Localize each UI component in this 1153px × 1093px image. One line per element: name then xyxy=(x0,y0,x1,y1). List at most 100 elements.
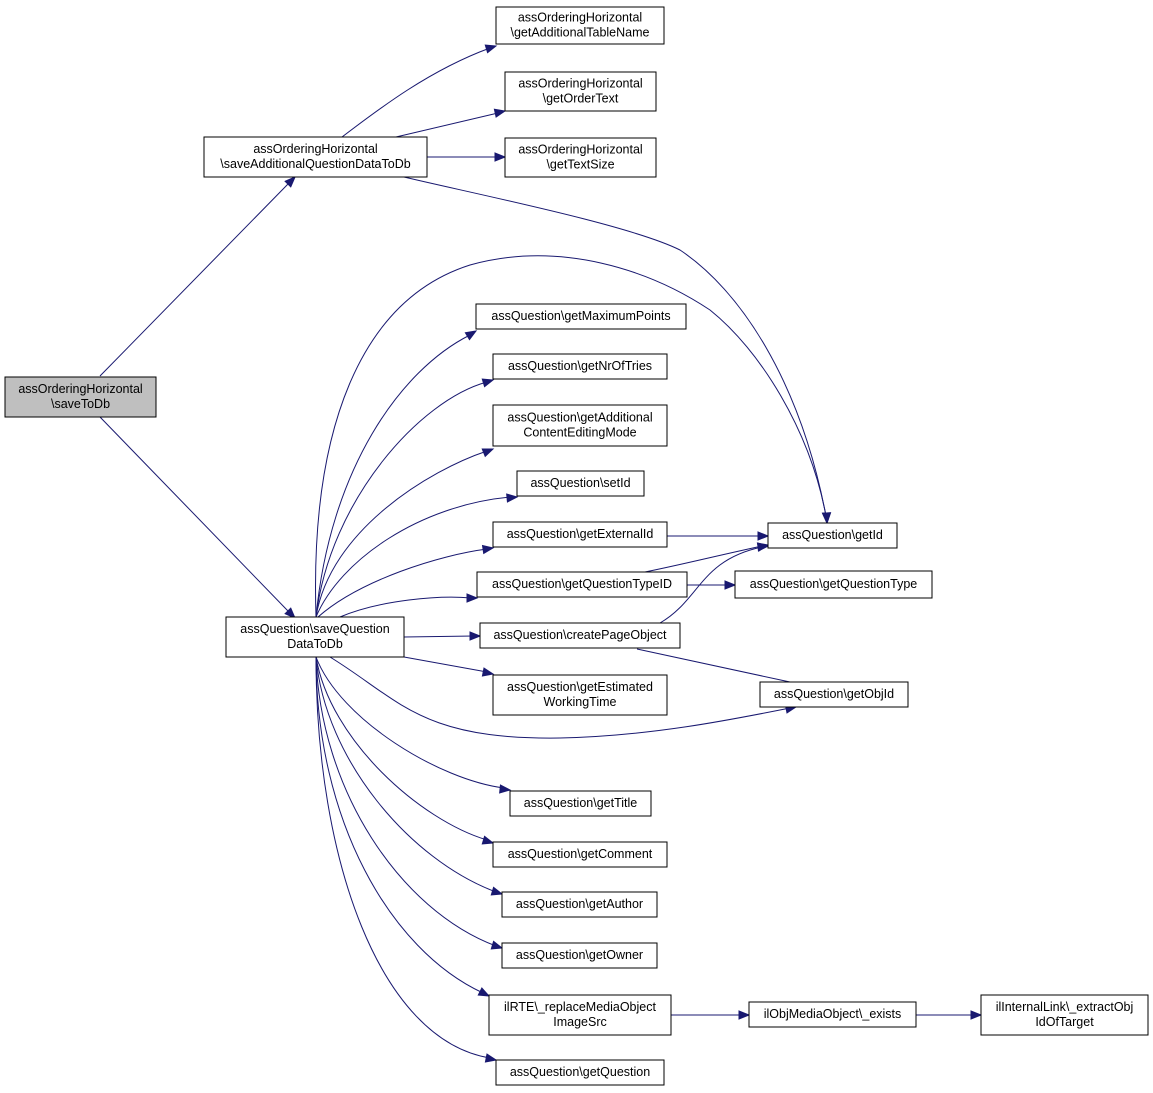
edge-line xyxy=(315,381,488,618)
node-getQuestion[interactable]: assQuestion\getQuestion xyxy=(495,1059,665,1086)
node-label: assQuestion\createPageObject xyxy=(493,628,667,642)
arrowhead xyxy=(481,378,495,388)
arrowhead xyxy=(477,987,491,997)
node-getAuthor[interactable]: assQuestion\getAuthor xyxy=(501,891,658,918)
node-getTitle[interactable]: assQuestion\getTitle xyxy=(509,790,652,817)
arrowhead xyxy=(469,631,482,641)
node-label: assQuestion\getAdditional xyxy=(507,411,652,425)
node-label: assQuestion\saveQuestion xyxy=(240,622,389,636)
arrowhead xyxy=(481,544,495,555)
node-label: assQuestion\getMaximumPoints xyxy=(491,309,670,323)
node-saveAdd[interactable]: assOrderingHorizontal\saveAdditionalQues… xyxy=(203,136,428,178)
node-label: assQuestion\getOwner xyxy=(516,948,643,962)
edge-getExternalId-to-getId xyxy=(667,531,770,541)
node-label: assQuestion\setId xyxy=(530,476,630,490)
arrowhead xyxy=(481,448,495,458)
node-getAddContent[interactable]: assQuestion\getAdditionalContentEditingM… xyxy=(492,404,668,447)
node-label: \saveAdditionalQuestionDataToDb xyxy=(220,157,410,171)
node-getComment[interactable]: assQuestion\getComment xyxy=(492,841,668,868)
edge-line xyxy=(315,255,827,618)
arrowhead xyxy=(284,607,296,619)
edge-line xyxy=(341,47,491,138)
edge-saveQData-to-getOwner xyxy=(315,656,504,950)
node-getQType[interactable]: assQuestion\getQuestionType xyxy=(734,570,933,599)
edge-saveQData-to-getComment xyxy=(315,656,495,845)
edge-saveQData-to-getAuthor xyxy=(315,656,504,896)
node-box xyxy=(509,790,652,817)
edge-line xyxy=(99,416,289,612)
node-getAddTable[interactable]: assOrderingHorizontal\getAdditionalTable… xyxy=(495,6,665,45)
edge-saveQData-to-getId xyxy=(315,255,832,618)
node-label: assOrderingHorizontal xyxy=(518,11,642,25)
node-mediaExists[interactable]: ilObjMediaObject\_exists xyxy=(748,1001,917,1028)
node-getExternalId[interactable]: assQuestion\getExternalId xyxy=(492,521,668,548)
edge-saveQData-to-getTitle xyxy=(315,656,512,794)
node-getId[interactable]: assQuestion\getId xyxy=(767,522,898,549)
arrowhead xyxy=(493,108,507,118)
arrowhead xyxy=(490,940,504,950)
node-getOwner[interactable]: assQuestion\getOwner xyxy=(501,942,658,969)
arrowhead xyxy=(490,886,504,896)
arrowhead xyxy=(757,542,770,552)
node-getObjId[interactable]: assQuestion\getObjId xyxy=(759,681,909,708)
node-getQTypeID[interactable]: assQuestion\getQuestionTypeID xyxy=(476,571,688,598)
edge-line xyxy=(403,176,827,517)
node-box xyxy=(492,674,668,716)
edge-saveQData-to-getAddContent xyxy=(315,448,495,618)
arrowhead xyxy=(821,512,832,525)
node-box xyxy=(495,6,665,45)
node-createPage[interactable]: assQuestion\createPageObject xyxy=(479,622,681,649)
node-label: ilRTE\_replaceMediaObject xyxy=(504,1000,656,1014)
node-label: assQuestion\getId xyxy=(782,528,883,542)
arrowhead xyxy=(484,44,498,54)
edge-line xyxy=(403,635,475,638)
node-box xyxy=(734,570,933,599)
node-box xyxy=(501,942,658,969)
node-label: assQuestion\getAuthor xyxy=(516,897,643,911)
node-label: WorkingTime xyxy=(544,695,617,709)
node-box xyxy=(203,136,428,178)
node-label: assOrderingHorizontal xyxy=(18,382,142,396)
node-box xyxy=(767,522,898,549)
node-box xyxy=(476,571,688,598)
node-box xyxy=(492,521,668,548)
node-box xyxy=(4,376,157,418)
node-label: ilInternalLink\_extractObj xyxy=(996,1000,1134,1014)
node-label: ImageSrc xyxy=(553,1015,607,1029)
node-setId[interactable]: assQuestion\setId xyxy=(516,470,645,497)
node-getNrOfTries[interactable]: assQuestion\getNrOfTries xyxy=(492,353,668,380)
edge-line xyxy=(395,112,499,138)
edge-saveQData-to-getEstWork xyxy=(403,656,495,677)
edge-line xyxy=(339,596,472,618)
node-box xyxy=(492,353,668,380)
node-label: \getTextSize xyxy=(546,158,614,172)
edge-saveQData-to-setId xyxy=(315,493,519,618)
node-getMaxPoints[interactable]: assQuestion\getMaximumPoints xyxy=(475,303,687,330)
edge-saveAdd-to-getTextSize xyxy=(427,152,507,162)
arrowhead xyxy=(738,1010,751,1020)
node-getOrderText[interactable]: assOrderingHorizontal\getOrderText xyxy=(504,71,657,112)
node-box xyxy=(479,622,681,649)
edge-line xyxy=(636,648,791,683)
arrowhead xyxy=(464,330,478,341)
node-getTextSize[interactable]: assOrderingHorizontal\getTextSize xyxy=(504,137,657,178)
node-box xyxy=(504,137,657,178)
arrowhead xyxy=(481,667,495,677)
node-label: IdOfTarget xyxy=(1035,1015,1094,1029)
node-box xyxy=(495,1059,665,1086)
node-box xyxy=(501,891,658,918)
edge-mediaExists-to-extractObj xyxy=(916,1010,983,1020)
node-label: assOrderingHorizontal xyxy=(253,142,377,156)
arrowhead xyxy=(284,176,296,188)
edge-getQTypeID-to-getQType xyxy=(687,580,737,590)
node-root[interactable]: assOrderingHorizontal\saveToDb xyxy=(4,376,157,418)
node-label: assQuestion\getObjId xyxy=(774,687,894,701)
edge-line xyxy=(317,548,488,618)
node-label: assQuestion\getNrOfTries xyxy=(508,359,652,373)
node-label: assQuestion\getComment xyxy=(508,847,653,861)
arrowhead xyxy=(466,593,479,603)
